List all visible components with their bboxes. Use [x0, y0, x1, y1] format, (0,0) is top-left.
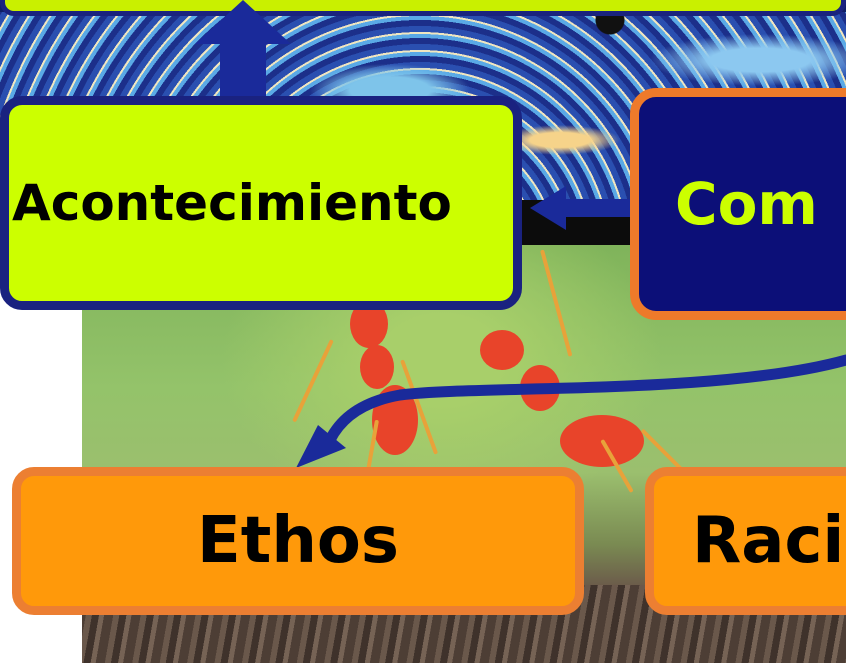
top-box — [0, 0, 846, 16]
curved-arrow — [296, 354, 846, 468]
ethos-box: Ethos — [12, 467, 584, 615]
com-box: Com — [630, 88, 846, 320]
raci-box: Raci — [645, 467, 846, 615]
acontecimiento-box: Acontecimiento — [0, 96, 522, 310]
up-arrow — [195, 0, 291, 98]
left-arrow — [530, 186, 632, 230]
